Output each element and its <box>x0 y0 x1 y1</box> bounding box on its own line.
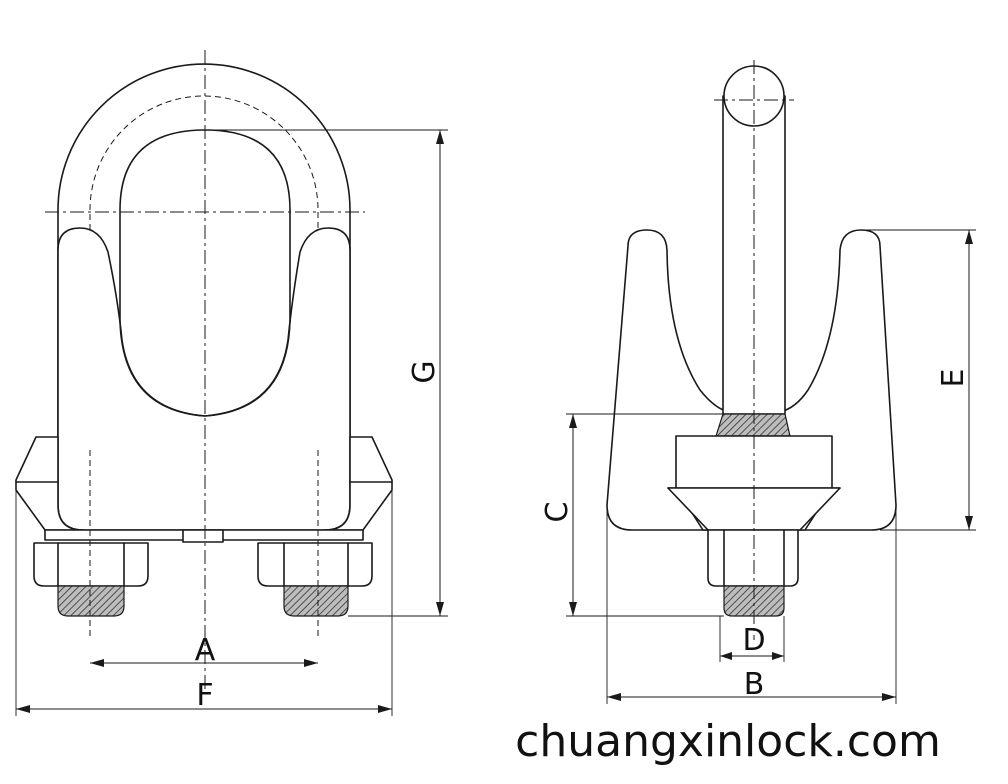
left-flange <box>15 436 84 531</box>
watermark-text: chuangxinlock.com <box>515 716 941 767</box>
dimension-label-b: B <box>744 667 765 702</box>
dimension-label-c: C <box>540 502 575 523</box>
dimension-label-f: F <box>196 678 213 713</box>
dimension-label-g: G <box>407 360 442 383</box>
u-bolt-outer <box>57 63 351 451</box>
saddle-body <box>57 227 351 531</box>
right-flange <box>324 436 393 531</box>
side-view <box>606 60 897 640</box>
right-nut <box>257 542 373 617</box>
front-dimensions: G A F <box>15 129 448 716</box>
dimension-label-d: D <box>742 623 765 658</box>
left-nut <box>33 542 149 617</box>
side-dimensions: E C D B <box>540 229 976 704</box>
front-view <box>15 50 393 690</box>
dimension-label-e: E <box>936 369 971 388</box>
side-nut <box>667 435 841 617</box>
rope-channel <box>119 129 291 417</box>
dimension-label-a: A <box>195 633 216 668</box>
